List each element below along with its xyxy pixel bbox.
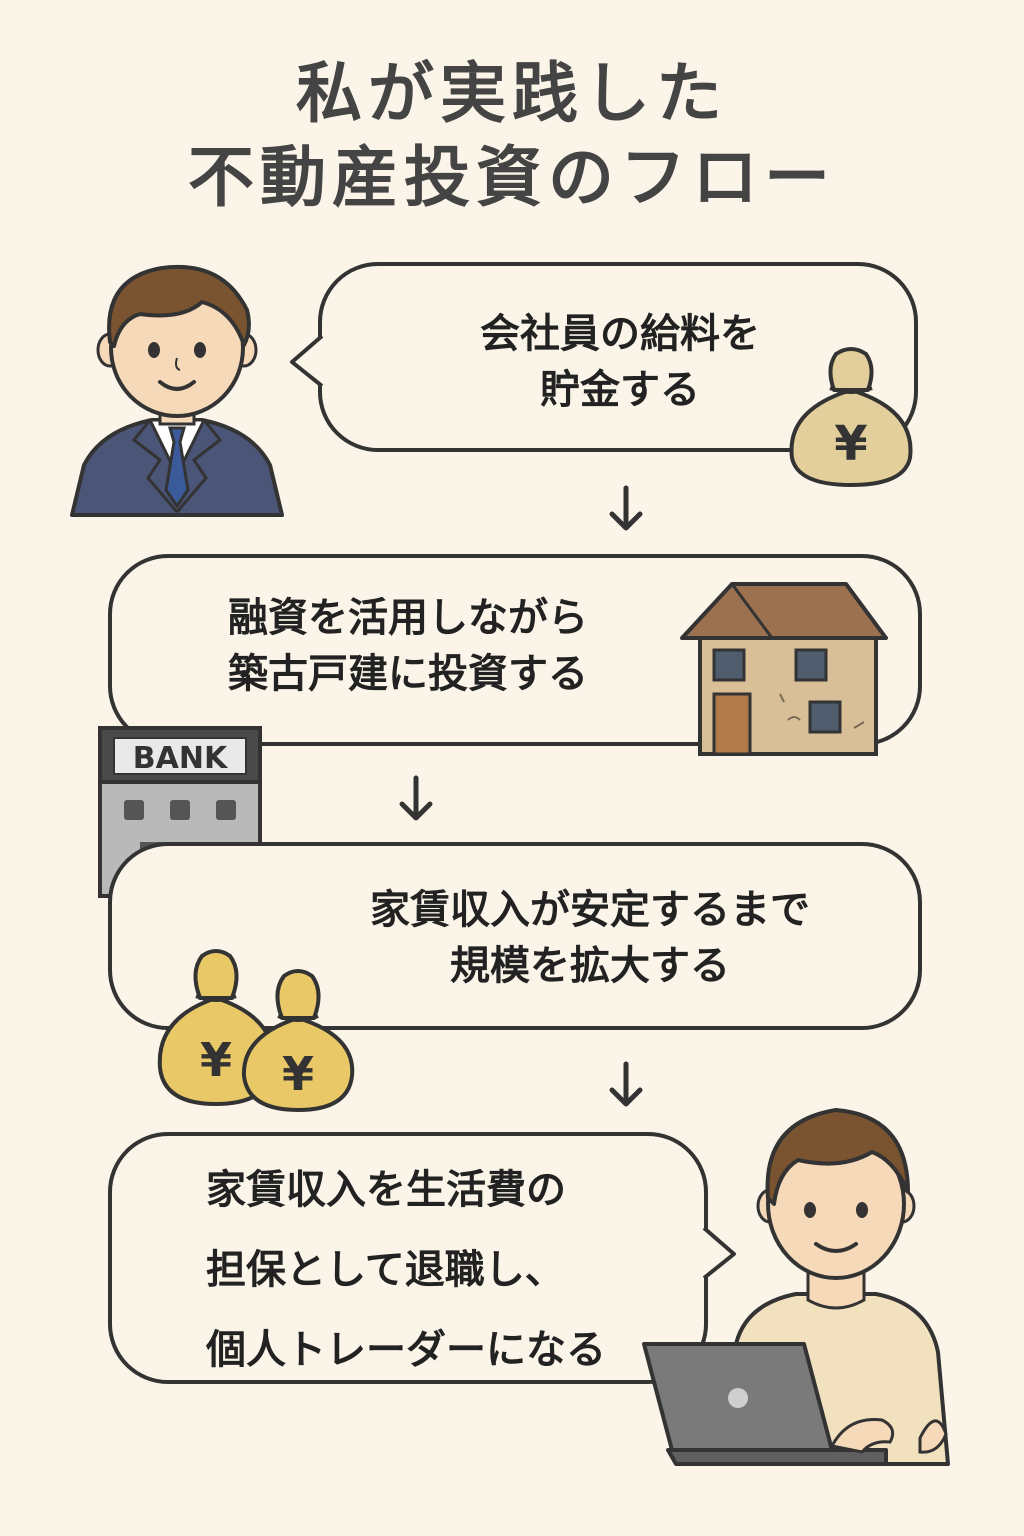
step-1-text: 会社員の給料を 貯金する <box>420 306 820 418</box>
money-bags-icon: ¥ ¥ <box>157 949 355 1113</box>
step-1-line-1: 会社員の給料を <box>480 311 760 357</box>
step-4-text: 家賃収入を生活費の 担保として退職し、 個人トレーダーになる <box>206 1150 606 1390</box>
page-title: 私が実践した 不動産投資のフロー <box>0 52 1024 220</box>
step-2-line-1: 融資を活用しながら <box>228 595 588 641</box>
house-icon <box>680 582 888 756</box>
step-4-line-2: 担保として退職し、 <box>206 1247 565 1293</box>
step-1-line-2: 貯金する <box>540 367 700 413</box>
step-3-line-2: 規模を拡大する <box>450 943 730 989</box>
step-2-line-2: 築古戸建に投資する <box>228 651 588 697</box>
step-4-line-1: 家賃収入を生活費の <box>206 1167 566 1213</box>
step-3-line-1: 家賃収入が安定するまで <box>370 887 810 933</box>
yen-symbol: ¥ <box>200 1033 232 1087</box>
down-arrow-icon <box>609 1061 643 1107</box>
businessman-icon <box>70 265 284 517</box>
trader-icon <box>642 1108 950 1466</box>
down-arrow-icon <box>609 485 643 531</box>
step-3-text: 家賃収入が安定するまで 規模を拡大する <box>320 882 860 994</box>
step-3-box <box>108 842 922 1030</box>
yen-symbol: ¥ <box>834 416 867 472</box>
speech-tail-left <box>290 334 324 388</box>
title-line-1: 私が実践した <box>296 55 728 132</box>
yen-symbol: ¥ <box>282 1047 314 1101</box>
title-line-2: 不動産投資のフロー <box>188 139 836 216</box>
step-4-bubble <box>108 1132 708 1384</box>
step-2-text: 融資を活用しながら 築古戸建に投資する <box>228 590 588 702</box>
bank-sign: BANK <box>133 741 229 776</box>
step-4-line-3: 個人トレーダーになる <box>206 1327 606 1373</box>
speech-tail-right <box>702 1226 736 1280</box>
down-arrow-icon <box>399 775 433 821</box>
money-bag-icon: ¥ <box>789 347 913 488</box>
